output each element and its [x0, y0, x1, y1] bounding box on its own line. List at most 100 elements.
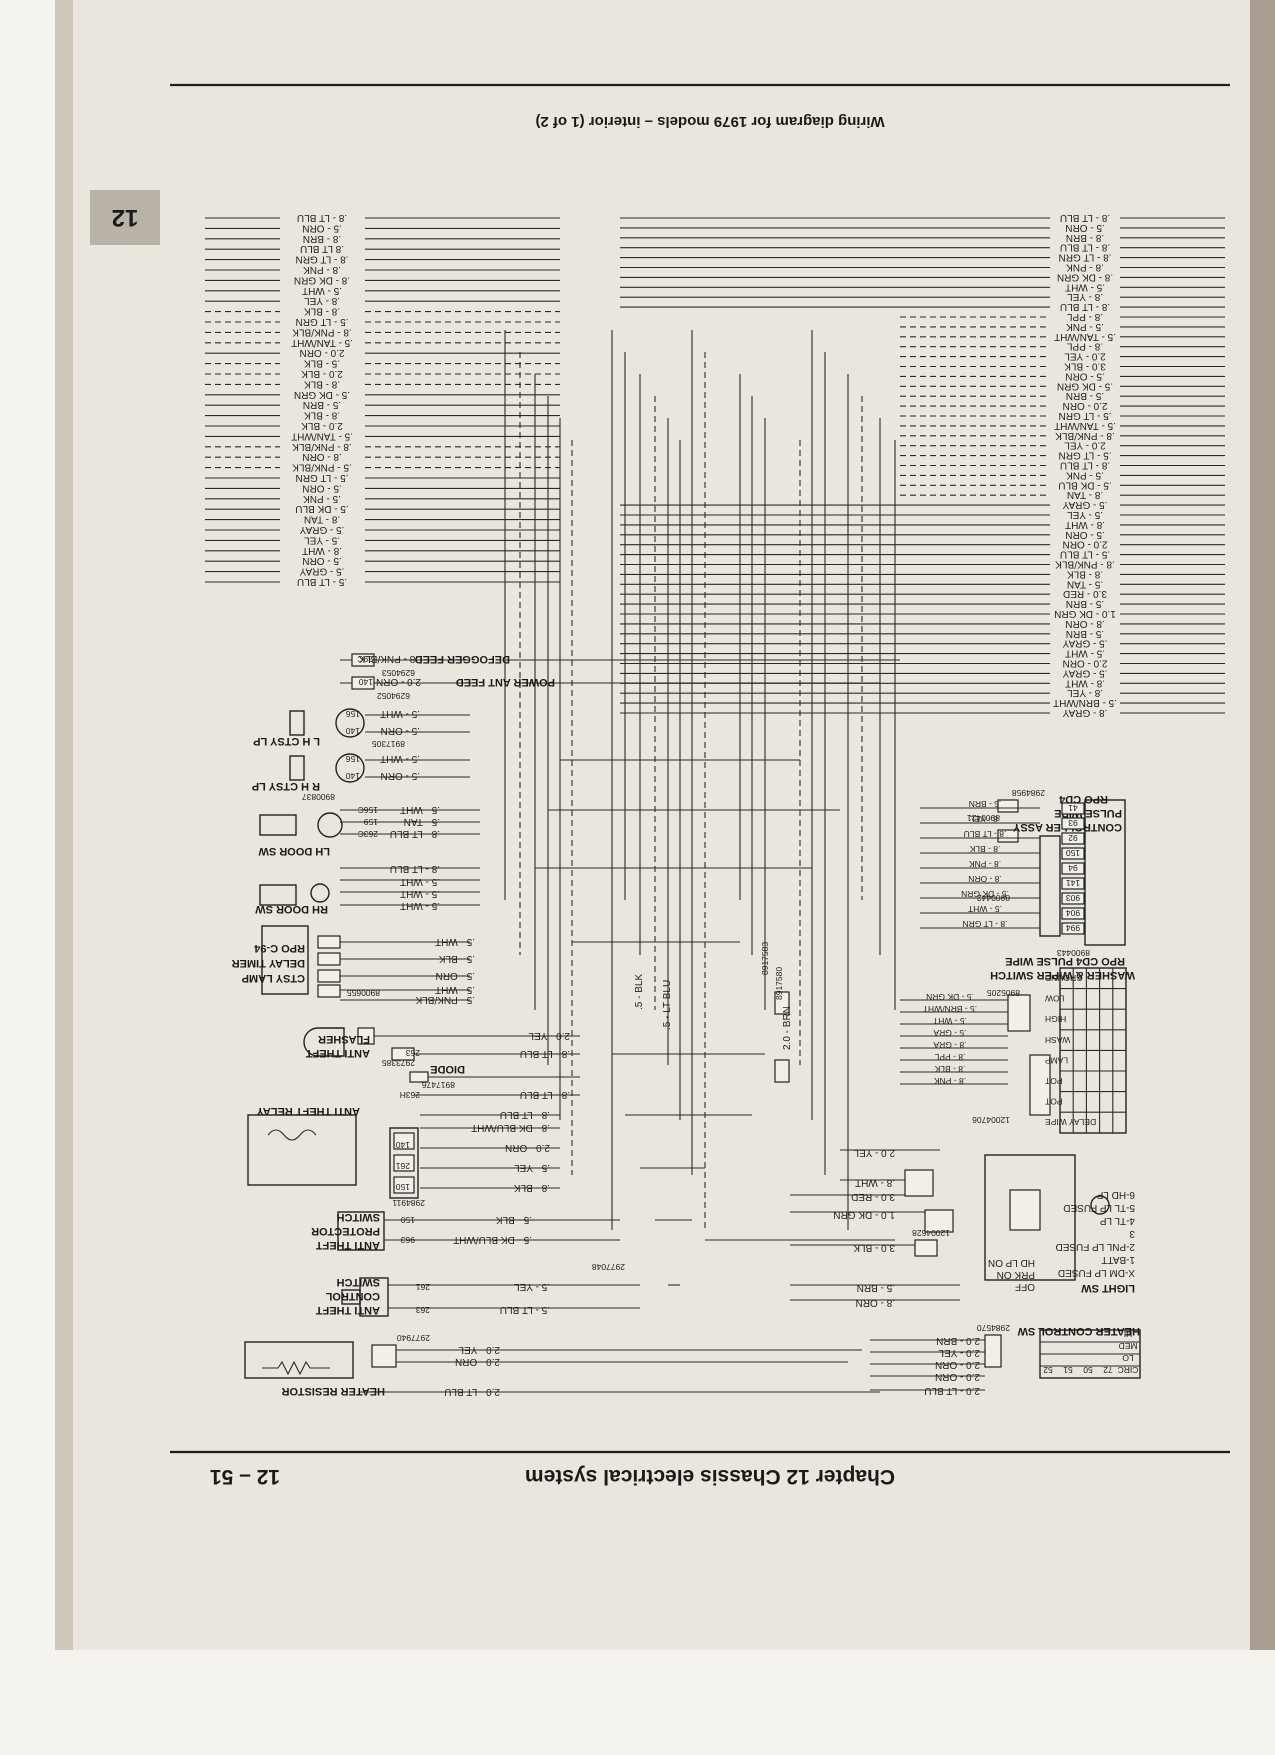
svg-text:261: 261: [416, 1282, 430, 1292]
controller-pin: [1061, 847, 1085, 860]
harness-label: .8 - WHT: [302, 545, 342, 556]
controller-wire-label: .5 - DK GRN: [961, 889, 1009, 899]
svg-text:SWITCH: SWITCH: [337, 1211, 380, 1223]
harness-label: .5 - PNK/BLK: [292, 462, 352, 473]
svg-text:OFF: OFF: [1015, 1281, 1035, 1292]
svg-text:DIODE: DIODE: [430, 1063, 465, 1075]
harness-label: 2.0 - ORN: [1062, 400, 1107, 411]
heater-table-head: 50: [1083, 1365, 1093, 1375]
controller-wire-label: .8 - BLK: [969, 844, 1000, 854]
svg-text:263: 263: [416, 1305, 430, 1315]
svg-text:CTSY LAMP: CTSY LAMP: [242, 972, 305, 984]
harness-label: .8 - ORN: [302, 451, 341, 462]
svg-text:L H CTSY LP: L H CTSY LP: [253, 735, 320, 747]
controller-wire-label: .8 - ORN: [968, 874, 1002, 884]
svg-text:150: 150: [401, 1215, 415, 1225]
right-harness-labels: .8 - LT BLU.5 - ORN.8 - BRN.8 - LT BLU.8…: [1053, 212, 1117, 718]
svg-text:2.0 - ORN: 2.0 - ORN: [376, 676, 421, 687]
svg-text:X-DM LP FUSED: X-DM LP FUSED: [1058, 1267, 1135, 1278]
harness-label: .8 - YEL: [1067, 291, 1103, 302]
harness-label: .8 - LT GRN: [296, 254, 349, 265]
svg-text:2.0 - YEL: 2.0 - YEL: [853, 1147, 895, 1158]
harness-label: .8 - BLK: [1067, 568, 1103, 579]
harness-label: .5 - DK BLU: [1058, 479, 1111, 490]
harness-label: .5 - ORN: [302, 555, 341, 566]
harness-label: 2.0 - YEL: [1064, 351, 1106, 362]
svg-text:.5 - BLK: .5 - BLK: [439, 953, 475, 964]
harness-label: .8 - LT BLU: [1060, 212, 1110, 223]
lh-courtesy-lamp: L H CTSY LP .5 - ORN .5 - WHT 140 156: [253, 708, 470, 747]
harness-label: .8 - PNK/BLK: [292, 441, 352, 452]
svg-text:5-TL LP FUSED: 5-TL LP FUSED: [1063, 1202, 1135, 1213]
controller-pin-number: 92: [1068, 833, 1078, 843]
washer-row-label: GROUND: [1045, 973, 1083, 983]
anti-theft-control-switch: ANTI THEFT CONTROL SWITCH .5 - YEL .5 - …: [316, 1262, 640, 1317]
svg-text:150: 150: [396, 1182, 410, 1192]
harness-label: .5 - TAN/WHT: [291, 337, 353, 348]
svg-text:140: 140: [396, 1140, 410, 1150]
svg-text:.5 - TAN: .5 - TAN: [404, 816, 440, 827]
controller-pin: [1061, 832, 1085, 845]
svg-text:2.0 - YEL: 2.0 - YEL: [458, 1344, 500, 1355]
svg-text:263H: 263H: [400, 1090, 420, 1100]
harness-label: .5 - LT BLU: [297, 576, 347, 587]
harness-label: .5 - BRN: [303, 399, 341, 410]
harness-label: .8 - GRAY: [1062, 707, 1107, 718]
svg-text:WASHER & WIPER SWITCH: WASHER & WIPER SWITCH: [990, 969, 1135, 981]
svg-text:RH DOOR SW: RH DOOR SW: [255, 903, 328, 915]
svg-text:.5 - ORN: .5 - ORN: [381, 770, 420, 781]
rh-courtesy-lamp: R H CTSY LP .5 - ORN .5 - WHT 140 156 89…: [252, 739, 470, 792]
svg-text:12004628: 12004628: [912, 1228, 950, 1238]
harness-label: .5 - WHT: [1065, 648, 1105, 659]
svg-text:2.0 - LT BLU: 2.0 - LT BLU: [444, 1386, 500, 1397]
harness-label: .8 - BRN: [1066, 232, 1104, 243]
washer-wire-label: .5 - WHT: [933, 1016, 967, 1026]
svg-text:261: 261: [396, 1161, 410, 1171]
harness-label: .5 - TAN/WHT: [1054, 331, 1116, 342]
harness-label: .5 - PNK: [1066, 469, 1104, 480]
page-number: 12 – 51: [210, 1465, 280, 1488]
heater-table-row: HI: [1124, 1329, 1133, 1339]
svg-text:2.0 - BRN: 2.0 - BRN: [936, 1335, 980, 1346]
controller-pin-number: 994: [1066, 923, 1080, 933]
washer-wiper-switch: WASHER & WIPER SWITCH RPO CD4 PULSE WIPE…: [900, 955, 1135, 1134]
harness-label: .8 - YEL: [1067, 687, 1103, 698]
svg-text:DEFOGGER FEED: DEFOGGER FEED: [415, 653, 510, 665]
washer-row-label: POT: [1045, 1076, 1062, 1086]
svg-text:PRK ON: PRK ON: [997, 1269, 1035, 1280]
harness-label: .8 - TAN: [304, 514, 340, 525]
harness-label: 2.0 - ORN: [299, 347, 344, 358]
svg-text:.8 - LT BLU: .8 - LT BLU: [520, 1048, 570, 1059]
controller-pin-number: 93: [1068, 818, 1078, 828]
harness-label: .5 - TAN: [1067, 578, 1103, 589]
harness-label: 2.0 - ORN: [1062, 539, 1107, 550]
svg-text:.5 - BLK: .5 - BLK: [496, 1214, 532, 1225]
harness-label: .8 - WHT: [1065, 677, 1105, 688]
harness-label: 2.0 - ORN: [1062, 658, 1107, 669]
pulse-wipe-controller: CONTROLLER ASSY PULSE WIPE RPO CD4 89004…: [920, 788, 1126, 958]
controller-wire-label: .8 - LT GRN: [962, 919, 1007, 929]
harness-label: .5 - WHT: [1065, 281, 1105, 292]
svg-text:159: 159: [364, 817, 378, 827]
svg-text:2.0 - YEL: 2.0 - YEL: [938, 1347, 980, 1358]
anti-theft-flasher: ANTI THEFT FLASHER 2973385 2.0 - YEL: [303, 1027, 580, 1068]
harness-label: .5 - LT GRN: [296, 316, 349, 327]
harness-label: .8 - BLK: [304, 378, 340, 389]
svg-text:.5 - LT BLU: .5 - LT BLU: [500, 1304, 550, 1315]
svg-text:.5 - ORN: .5 - ORN: [436, 970, 475, 981]
diagram-title: Wiring diagram for 1979 models – interio…: [535, 113, 884, 130]
washer-row-label: POT: [1045, 1097, 1062, 1107]
harness-label: .8 LT BLU: [300, 243, 344, 254]
svg-text:ANTI THEFT RELAY: ANTI THEFT RELAY: [256, 1105, 360, 1117]
chapter-tab: [90, 190, 160, 245]
svg-text:2.0 - LT BLU: 2.0 - LT BLU: [924, 1385, 980, 1396]
svg-text:LIGHT SW: LIGHT SW: [1081, 1282, 1135, 1294]
svg-text:R H CTSY LP: R H CTSY LP: [252, 780, 320, 792]
svg-text:.5 - WHT: .5 - WHT: [400, 876, 440, 887]
harness-label: .5 - BRN: [1066, 598, 1104, 609]
svg-text:12004706: 12004706: [972, 1115, 1010, 1125]
harness-label: .8 - BRN: [303, 233, 341, 244]
harness-label: .5 - BRN: [1066, 628, 1104, 639]
svg-text:8905205: 8905205: [987, 988, 1020, 998]
